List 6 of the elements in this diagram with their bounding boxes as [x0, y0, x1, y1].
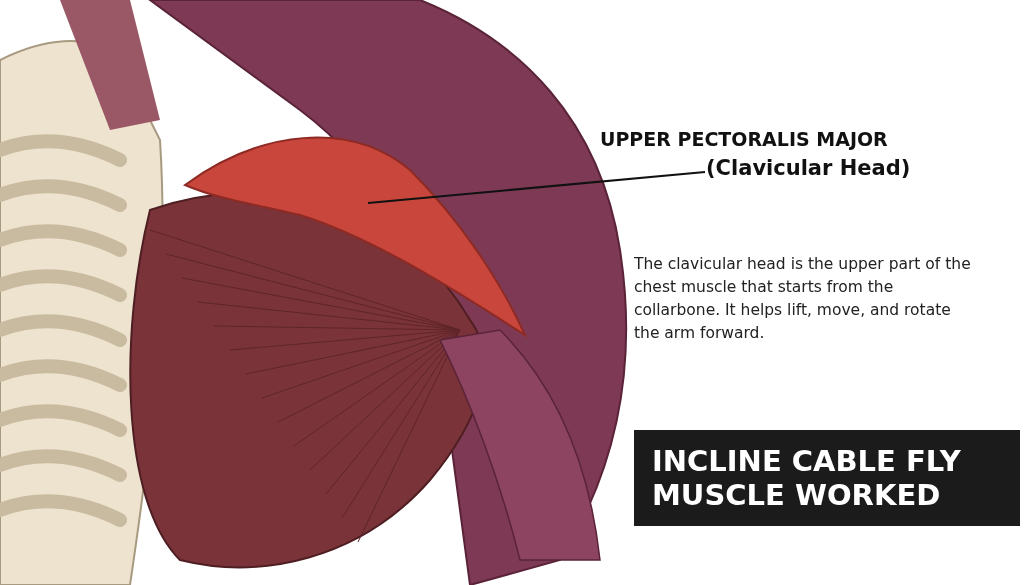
description-text: The clavicular head is the upper part of the chest muscle that starts from the collarbone. It helps lift, move, and rotate the arm forward.	[634, 254, 972, 344]
leader-line	[367, 171, 706, 204]
muscle-name: UPPER PECTORALIS MAJOR	[600, 128, 889, 150]
muscle-subname: (Clavicular Head)	[706, 156, 912, 180]
clavicular-head-muscle	[184, 136, 526, 336]
title-banner: INCLINE CABLE FLY MUSCLE WORKED	[634, 430, 1020, 526]
